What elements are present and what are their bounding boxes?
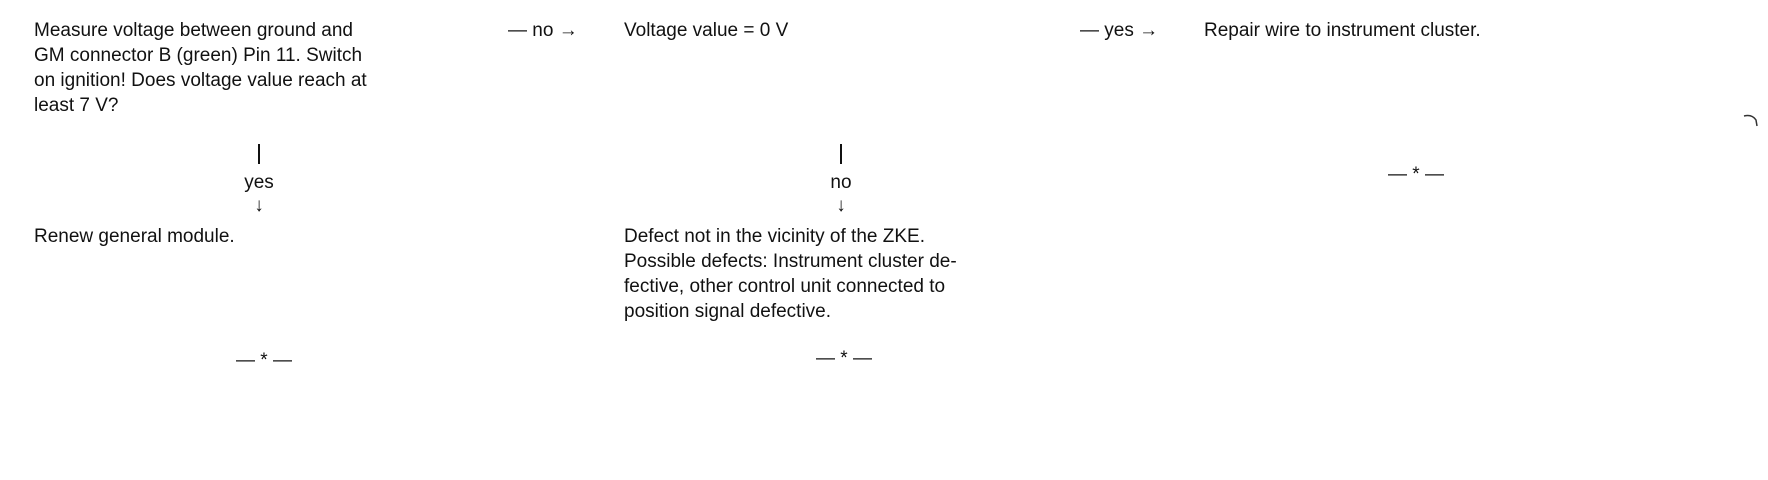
- down-arrow-icon: ↓: [254, 195, 264, 216]
- node-defect-not-in-zke: Defect not in the vicinity of the ZKE. P…: [624, 226, 957, 322]
- end-marker: — * —: [816, 348, 872, 369]
- edge-yes-label: yes: [244, 172, 274, 193]
- scan-mark-decoration: [1743, 114, 1758, 127]
- end-marker: — * —: [236, 350, 292, 371]
- node-measure-voltage: Measure voltage between ground and GM co…: [34, 20, 367, 116]
- connector-line: [840, 144, 842, 164]
- node-renew-module: Renew general module.: [34, 226, 235, 247]
- edge-yes-arrow: — yes →: [1080, 20, 1159, 41]
- connector-line: [258, 144, 260, 164]
- node-repair-wire: Repair wire to instrument cluster.: [1204, 20, 1481, 41]
- down-arrow-icon: ↓: [836, 195, 846, 216]
- edge-no-label: no: [830, 172, 852, 193]
- node-voltage-zero: Voltage value = 0 V: [624, 20, 789, 41]
- edge-no-arrow: — no →: [508, 20, 578, 41]
- end-marker: — * —: [1388, 164, 1444, 185]
